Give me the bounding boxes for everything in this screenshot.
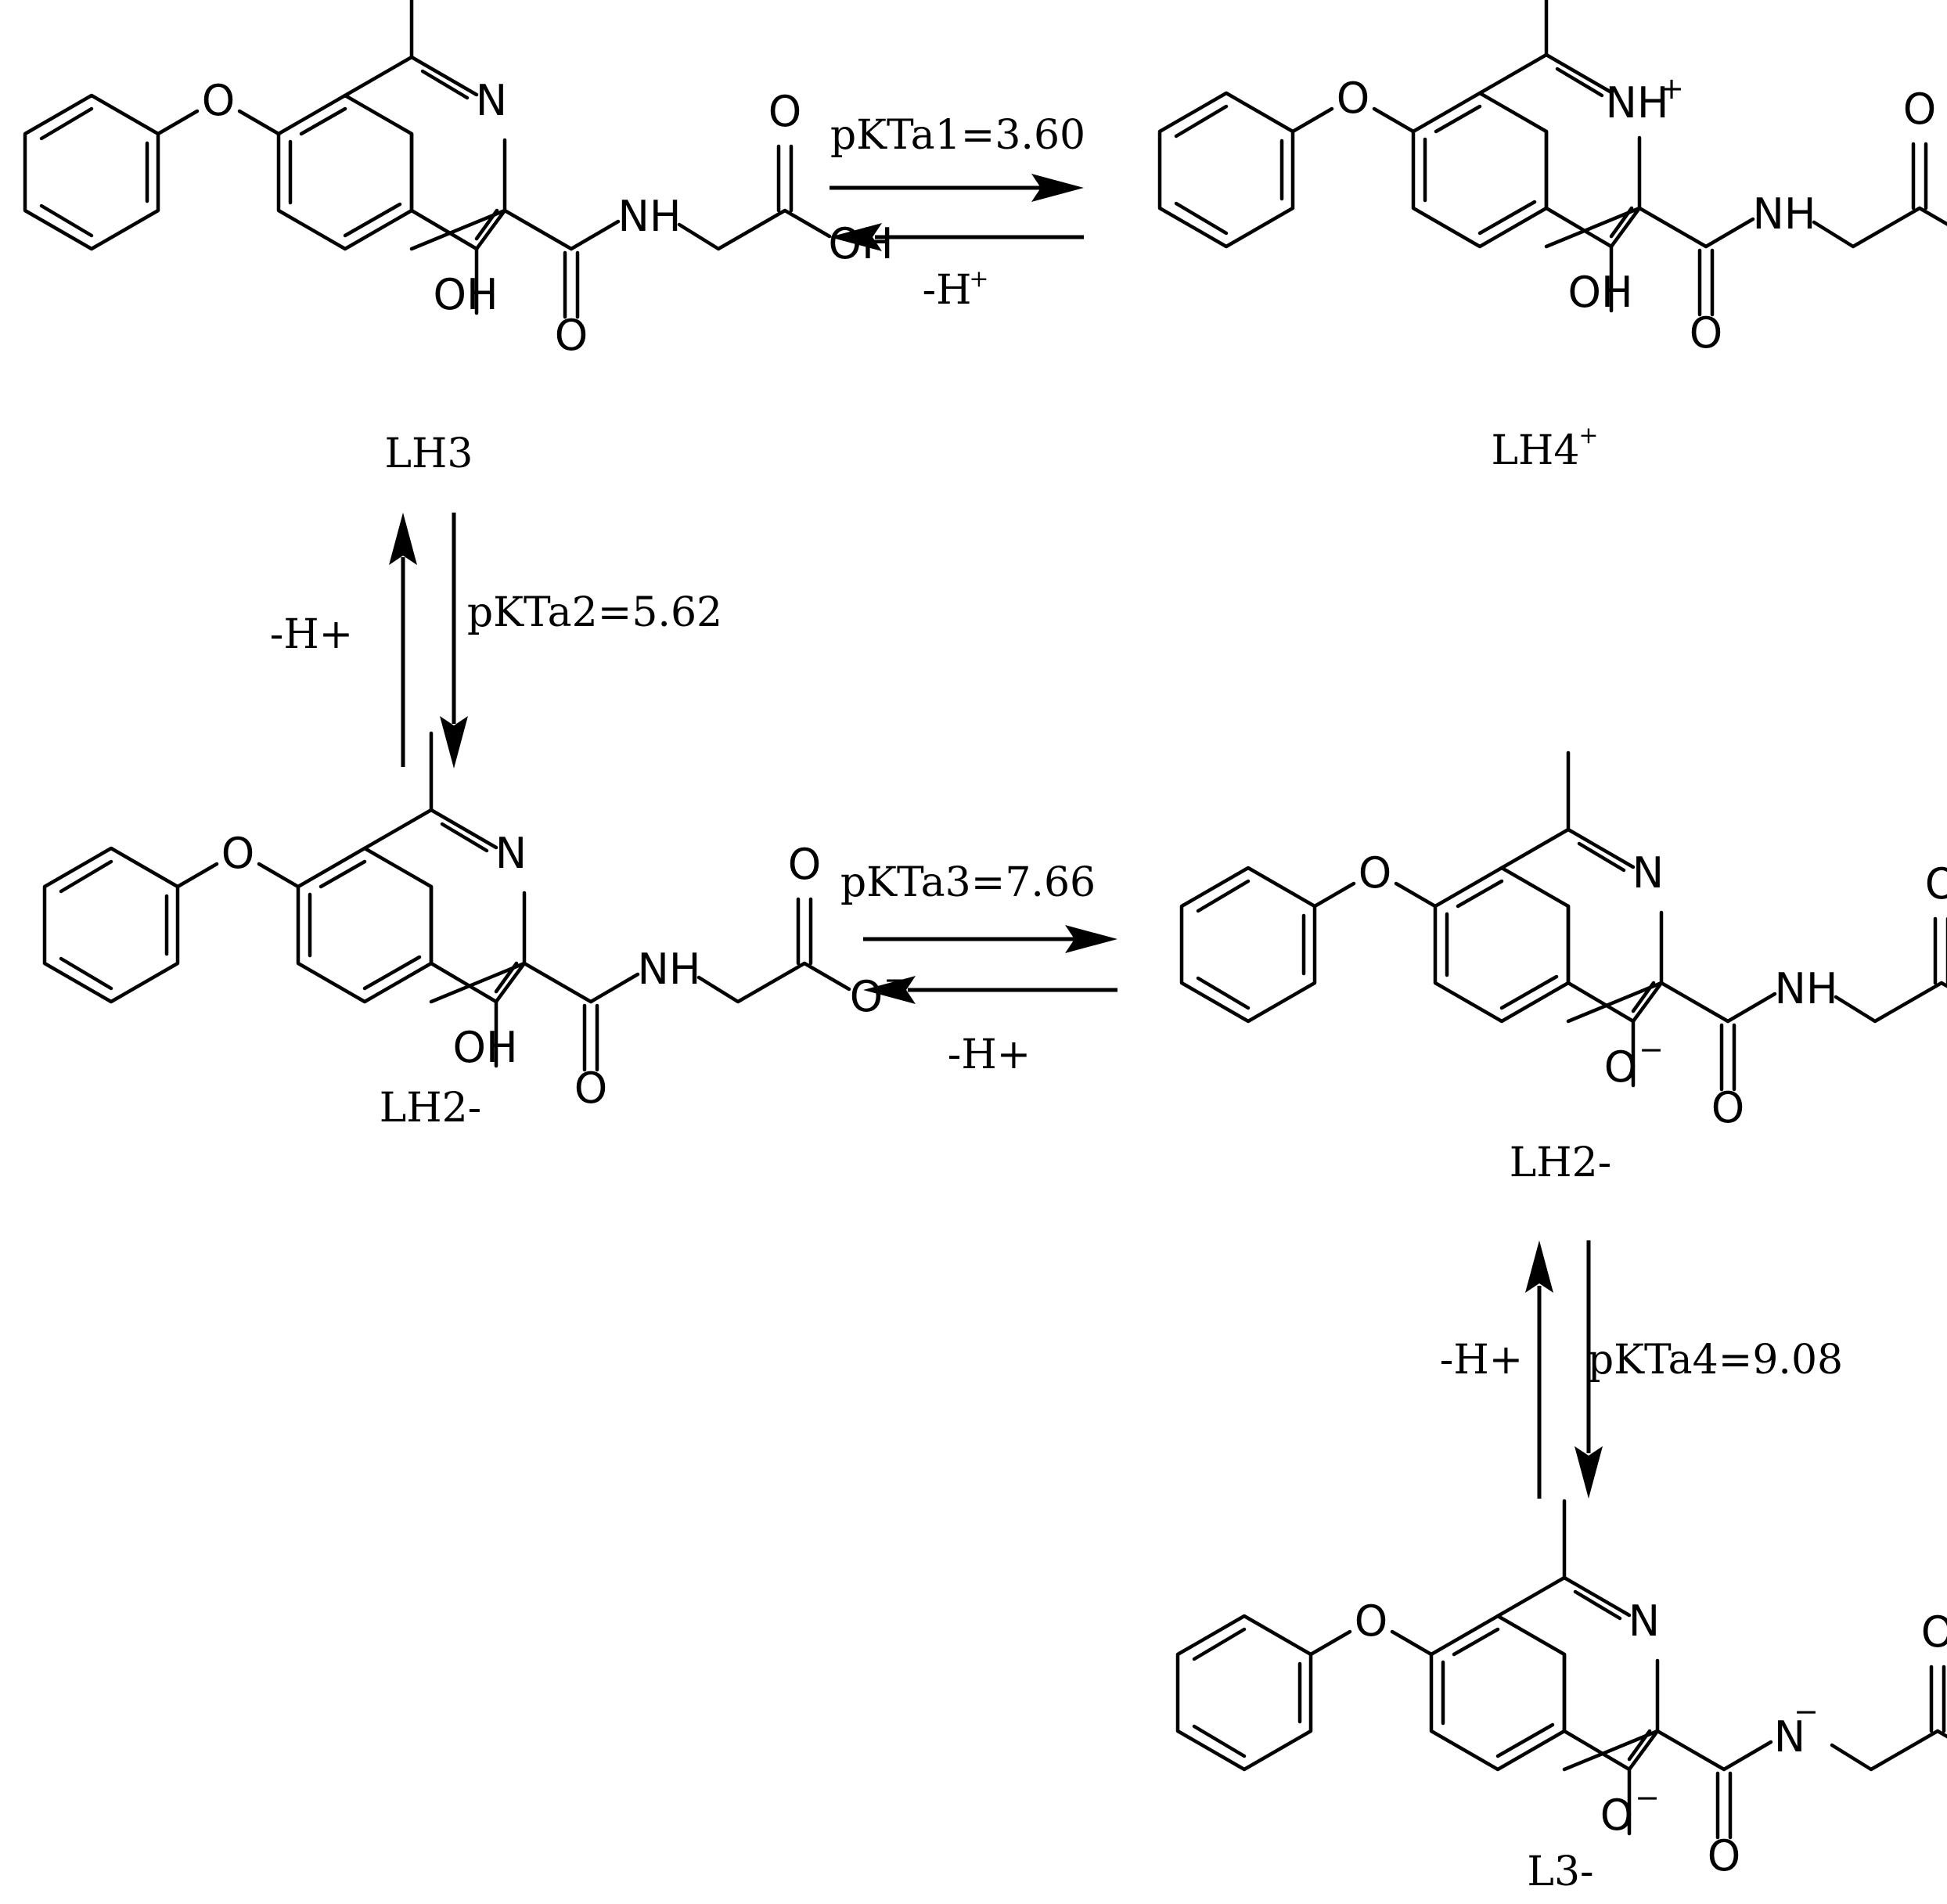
species-label-lh3: LH3 (385, 430, 473, 477)
molecule-lh2-phenolate: O N O − O NH O O − (1182, 753, 1947, 1132)
atom-ether-o: O (1337, 74, 1370, 123)
charge-minus: − (1639, 1032, 1664, 1067)
reverse-arrow-head (1525, 1240, 1553, 1293)
atom-carbonyl-o: O (788, 840, 822, 889)
atom-amide-nh: NH (638, 945, 701, 994)
atom-carbonyl-o: O (1925, 859, 1947, 909)
reverse-h-label: -H+ (1440, 1337, 1524, 1384)
atom-amide-nh: NH (1753, 189, 1816, 239)
species-label-lh2-left: LH2- (380, 1085, 482, 1132)
charge-minus: − (1794, 1694, 1819, 1729)
atom-carbonyl-o: O (1921, 1607, 1947, 1657)
molecule-lh4: O NH + OH O NH O OH (1160, 0, 1947, 358)
atom-ring-nh: NH (1606, 78, 1669, 128)
atom-phenolate-o: O (1604, 1042, 1638, 1092)
atom-amide-n: N (1774, 1712, 1805, 1762)
reverse-h-sup: + (969, 265, 988, 293)
atom-hydroxyl: OH (433, 270, 498, 319)
pkta3-label: pKTa3=7.66 (840, 859, 1096, 906)
atom-amide-nh: NH (1775, 964, 1838, 1013)
species-label-lh2-right: LH2- (1510, 1139, 1612, 1186)
equilibrium-3: pKTa3=7.66 -H+ (840, 859, 1117, 1078)
forward-arrow-head (1065, 925, 1117, 953)
atom-carboxylate-o: O (850, 972, 884, 1021)
reverse-arrow-head (863, 976, 916, 1004)
molecule-lh3: O N OH O NH O OH (25, 0, 894, 360)
atom-phenolate-o: O (1600, 1791, 1634, 1840)
species-label-lh4: LH4 + (1492, 422, 1599, 474)
reverse-arrow-head (830, 223, 882, 251)
equilibrium-1: pKTa1=3.60 -H + (830, 112, 1085, 314)
atom-ring-n: N (1628, 1596, 1660, 1646)
pkta1-label: pKTa1=3.60 (830, 112, 1085, 159)
species-label-lh4-sup: + (1578, 422, 1598, 449)
reverse-h-label: -H (923, 267, 972, 314)
atom-ether-o: O (1355, 1596, 1388, 1646)
atom-carbonyl-o: O (768, 87, 802, 136)
atom-carbonyl-o: O (1903, 85, 1937, 134)
forward-arrow-head (440, 716, 468, 768)
molecule-lh2-carboxylate: O N OH O NH O O − (45, 733, 909, 1113)
reverse-arrow-head (389, 513, 417, 565)
molecule-l3: O N O − O N − O O − (1178, 1501, 1947, 1881)
charge-minus: − (1635, 1780, 1660, 1815)
charge-plus: + (1659, 71, 1684, 106)
reverse-h-label: -H+ (948, 1031, 1031, 1078)
atom-amide-o: O (555, 311, 588, 360)
atom-ether-o: O (221, 829, 255, 878)
atom-ether-o: O (202, 76, 236, 125)
pkta4-label: pKTa4=9.08 (1588, 1337, 1843, 1384)
atom-ring-n: N (476, 76, 507, 125)
atom-amide-o: O (574, 1064, 608, 1113)
atom-hydroxyl: OH (1567, 268, 1632, 317)
atom-hydroxyl: OH (452, 1023, 517, 1072)
pkta2-label: pKTa2=5.62 (467, 589, 722, 636)
forward-arrow-head (1031, 174, 1084, 202)
atom-ether-o: O (1359, 848, 1392, 898)
reverse-h-label: -H+ (270, 611, 354, 658)
forward-arrow-head (1575, 1446, 1603, 1499)
species-label-lh4-text: LH4 (1492, 427, 1580, 474)
atom-ring-n: N (1632, 848, 1664, 898)
species-label-l3: L3- (1527, 1848, 1593, 1895)
equilibrium-2: -H+ pKTa2=5.62 (270, 513, 722, 768)
atom-amide-o: O (1711, 1083, 1745, 1132)
atom-amide-nh: NH (618, 192, 682, 241)
atom-amide-o: O (1690, 308, 1723, 358)
equilibrium-4: -H+ pKTa4=9.08 (1440, 1240, 1843, 1499)
atom-amide-o: O (1708, 1831, 1741, 1881)
atom-ring-n: N (495, 829, 527, 878)
